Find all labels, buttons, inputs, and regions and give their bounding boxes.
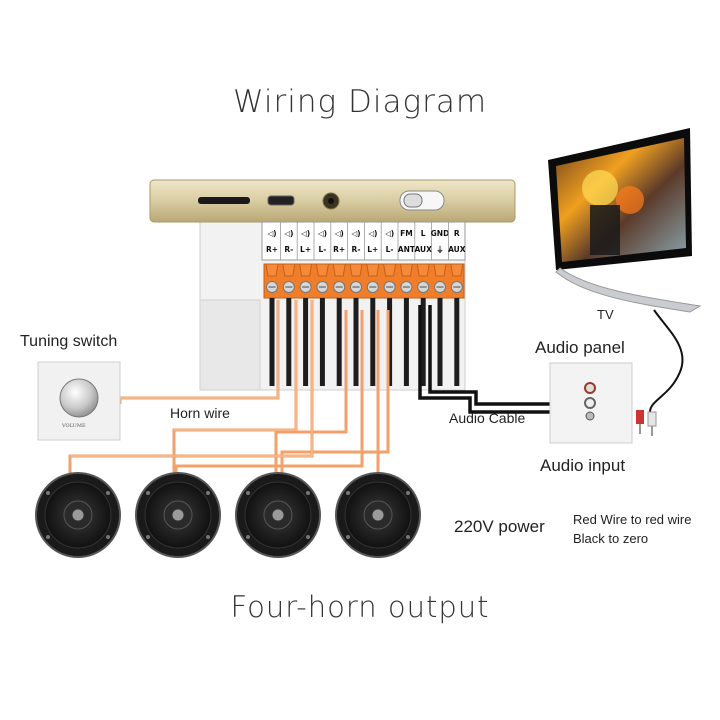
- speakers: [35, 472, 421, 558]
- terminal-pin: [437, 298, 443, 386]
- terminal-pin: [303, 298, 309, 386]
- rca-white-jack: [584, 397, 596, 409]
- terminal-label-bottom: L-: [386, 245, 394, 254]
- terminal-label-bottom: ANT: [398, 245, 416, 254]
- terminal-label-bottom: R+: [333, 245, 345, 254]
- terminal-pin: [370, 298, 376, 386]
- audio-panel: [549, 362, 633, 444]
- rca-plug-white: [647, 411, 657, 427]
- ceiling-speaker: [335, 472, 421, 558]
- terminal-label-top: ◁): [318, 229, 327, 238]
- terminal-clamp: [332, 263, 346, 277]
- terminal-pin: [387, 298, 393, 386]
- footer-title: Four-horn output: [230, 590, 490, 624]
- audio-input-label: Audio input: [540, 456, 626, 475]
- volume-label: VOLUME: [62, 423, 86, 429]
- terminal-label-top: ◁): [368, 229, 377, 238]
- terminal-label-top: L: [421, 229, 426, 238]
- terminal-label-top: R: [454, 229, 460, 238]
- terminal-label-top: ◁): [301, 229, 310, 238]
- terminal-label-bottom: L-: [318, 245, 326, 254]
- power-label: 220V power: [454, 517, 545, 536]
- terminal-pin: [286, 298, 292, 386]
- terminal-label-top: ◁): [267, 229, 276, 238]
- tv: [548, 128, 702, 313]
- terminal-clamp: [450, 263, 464, 277]
- terminal-pin: [353, 298, 359, 386]
- terminal-label-bottom: R-: [284, 245, 293, 254]
- terminal-label-bottom: R+: [266, 245, 278, 254]
- terminal-label-bottom: AUX: [414, 245, 432, 254]
- terminal-pin: [420, 298, 426, 386]
- terminal-label-top: GND: [431, 229, 450, 238]
- ceiling-speaker: [35, 472, 121, 558]
- diagram-title: Wiring Diagram: [232, 84, 488, 120]
- terminal-label-top: ◁): [351, 229, 360, 238]
- terminal-label-top: FM: [400, 229, 413, 238]
- ceiling-speaker: [135, 472, 221, 558]
- terminal-clamp: [383, 263, 397, 277]
- tv-label: TV: [597, 307, 614, 322]
- audio-cable: [418, 305, 553, 414]
- tuning-switch-label: Tuning switch: [20, 333, 118, 350]
- volume-knob: [59, 378, 99, 418]
- terminal-clamp: [366, 263, 380, 277]
- horn-wire-highlights: [70, 300, 313, 457]
- usb-port: [267, 195, 295, 206]
- terminal-clamp: [416, 263, 430, 277]
- terminal-clamp: [399, 263, 413, 277]
- terminal-label-bottom: ⏚: [436, 245, 444, 254]
- terminal-label-top: ◁): [385, 229, 394, 238]
- tv-cable: [649, 309, 684, 413]
- terminal-clamp: [349, 263, 363, 277]
- ceiling-speaker: [235, 472, 321, 558]
- terminal-label-bottom: AUX: [448, 245, 466, 254]
- red-wire-note: Red Wire to red wire: [573, 512, 692, 527]
- black-wire-note: Black to zero: [573, 531, 649, 546]
- terminal-label-bottom: L+: [367, 245, 378, 254]
- terminal-pin: [403, 298, 409, 386]
- terminal-clamp: [282, 263, 296, 277]
- panel-screw: [585, 411, 595, 421]
- tuning-switch: [37, 361, 121, 441]
- terminal-clamp: [265, 263, 279, 277]
- sd-slot: [198, 197, 250, 204]
- amplifier-module: ◁) R+ ◁) R- ◁) L+ ◁) L- ◁) R+ ◁) R- ◁) L+ ◁) L- FM ANT L AU…: [149, 179, 516, 391]
- terminal-pin: [454, 298, 460, 386]
- terminal-pin: [319, 298, 325, 386]
- terminal-label-top: ◁): [284, 229, 293, 238]
- rca-red-jack: [584, 382, 596, 394]
- terminal-clamp: [315, 263, 329, 277]
- terminal-label-top: ◁): [335, 229, 344, 238]
- audio-panel-label: Audio panel: [535, 338, 625, 357]
- terminal-label-bottom: L+: [300, 245, 311, 254]
- terminal-clamp: [299, 263, 313, 277]
- terminal-label-bottom: R-: [352, 245, 361, 254]
- terminal-clamp: [433, 263, 447, 277]
- terminal-pin: [336, 298, 342, 386]
- horn-wire-label: Horn wire: [170, 405, 230, 421]
- rca-plug-red: [636, 410, 644, 424]
- terminal-pin: [269, 298, 275, 386]
- audio-cable-label: Audio Cable: [449, 410, 526, 426]
